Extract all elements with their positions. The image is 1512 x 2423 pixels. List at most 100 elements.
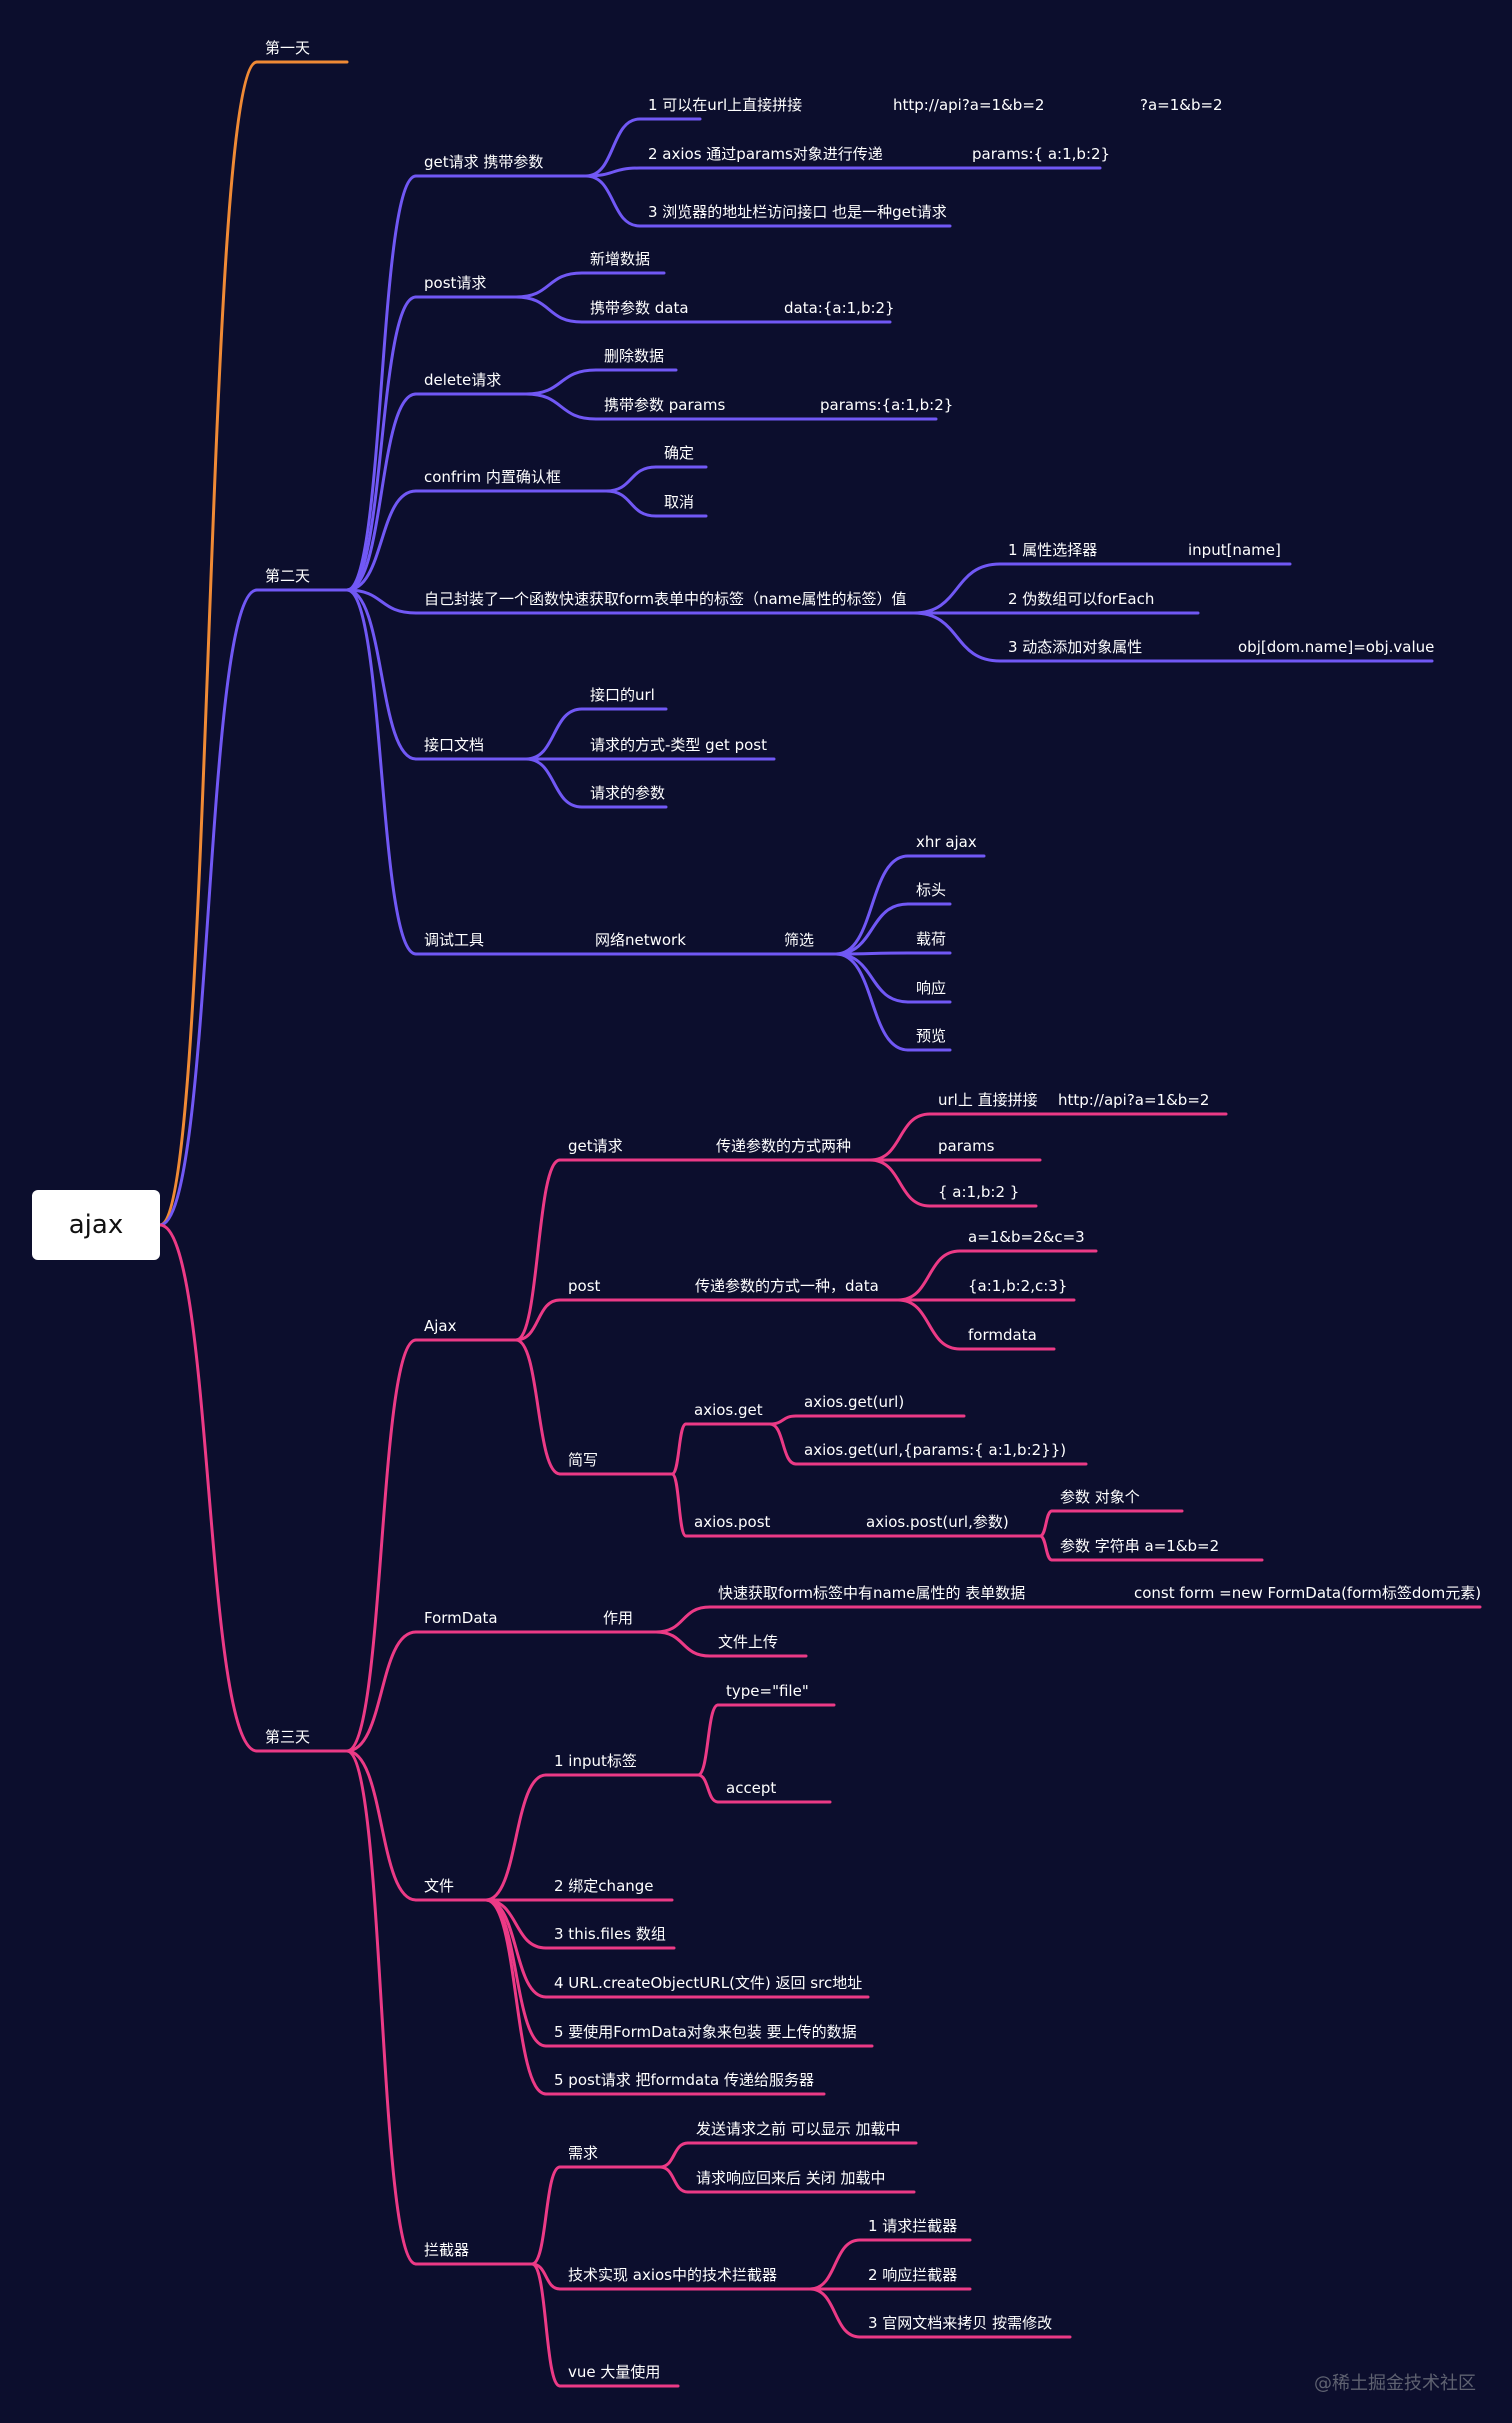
node-2-2-label[interactable]: 文件 (424, 1877, 454, 1895)
node-2-0-2-0-label[interactable]: axios.get (694, 1401, 763, 1419)
node-1-2-1-extra-0: params:{a:1,b:2} (820, 396, 953, 414)
node-1-4-0-extra-0: input[name] (1188, 541, 1281, 559)
node-1-5-label[interactable]: 接口文档 (424, 736, 484, 754)
node-2-0-2-1-1-label[interactable]: 参数 字符串 a=1&b=2 (1060, 1537, 1219, 1555)
node-2-2-0-0-connector (696, 1703, 720, 1777)
node-2-3-0-0-label[interactable]: 发送请求之前 可以显示 加载中 (696, 2120, 901, 2138)
node-1-3-1-label[interactable]: 取消 (664, 493, 694, 511)
node-2-3-1-1-label[interactable]: 2 响应拦截器 (868, 2266, 957, 2284)
node-1-6-extra-1: 筛选 (784, 931, 814, 949)
node-2-2-0-1-connector (696, 1773, 720, 1804)
node-1-0-1-connector (584, 166, 642, 178)
node-1-6-0-label[interactable]: xhr ajax (916, 833, 977, 851)
node-1-4-connector (345, 588, 418, 615)
node-2-0-1-0-label[interactable]: a=1&b=2&c=3 (968, 1228, 1085, 1246)
node-1-4-1-label[interactable]: 2 伪数组可以forEach (1008, 590, 1154, 608)
node-1-2-label[interactable]: delete请求 (424, 371, 501, 389)
node-1-2-0-label[interactable]: 删除数据 (604, 347, 664, 365)
node-2-0-2-1-label[interactable]: axios.post (694, 1513, 771, 1531)
node-2-0-1-2-label[interactable]: formdata (968, 1326, 1037, 1344)
node-2-0-0-1-label[interactable]: params (938, 1137, 995, 1155)
node-1-6-1-label[interactable]: 标头 (916, 881, 946, 899)
node-1-5-0-label[interactable]: 接口的url (590, 686, 655, 704)
node-1-6-4-label[interactable]: 预览 (916, 1027, 946, 1045)
node-2-3-1-2-connector (808, 2287, 862, 2339)
node-2-3-1-2-label[interactable]: 3 官网文档来拷贝 按需修改 (868, 2314, 1052, 2332)
node-2-0-0-0-label[interactable]: url上 直接拼接 (938, 1091, 1038, 1109)
root-node[interactable]: ajax (32, 1190, 160, 1260)
node-2-3-1-label[interactable]: 技术实现 axios中的技术拦截器 (568, 2266, 777, 2284)
node-1-6-2-label[interactable]: 载荷 (916, 930, 946, 948)
node-1-4-label[interactable]: 自己封装了一个函数快速获取form表单中的标签（name属性的标签）值 (424, 590, 907, 608)
node-1-4-2-extra-0: obj[dom.name]=obj.value (1238, 638, 1434, 656)
node-1-0-0-label[interactable]: 1 可以在url上直接拼接 (648, 96, 802, 114)
node-1-4-0-label[interactable]: 1 属性选择器 (1008, 541, 1097, 559)
node-2-0-0-label[interactable]: get请求 (568, 1137, 623, 1155)
node-1-1-1-extra-0: data:{a:1,b:2} (784, 299, 895, 317)
node-2-3-1-0-label[interactable]: 1 请求拦截器 (868, 2217, 957, 2235)
node-1-3-0-label[interactable]: 确定 (664, 444, 694, 462)
node-2-0-1-0-connector (896, 1249, 962, 1302)
node-2-0-2-0-1-label[interactable]: axios.get(url,{params:{ a:1,b:2}}) (804, 1441, 1066, 1459)
node-0-label[interactable]: 第一天 (265, 39, 310, 57)
node-2-3-label[interactable]: 拦截器 (424, 2241, 469, 2259)
node-2-0-2-1-connector (670, 1472, 688, 1538)
node-2-0-1-label[interactable]: post (568, 1277, 601, 1295)
node-2-2-0-1-label[interactable]: accept (726, 1779, 776, 1797)
node-1-0-connector (345, 174, 418, 592)
node-2-2-1-label[interactable]: 2 绑定change (554, 1877, 654, 1895)
node-2-2-4-label[interactable]: 5 要使用FormData对象来包装 要上传的数据 (554, 2023, 857, 2041)
node-2-2-0-label[interactable]: 1 input标签 (554, 1752, 637, 1770)
node-1-1-1-label[interactable]: 携带参数 data (590, 299, 689, 317)
node-1-5-2-label[interactable]: 请求的参数 (590, 784, 665, 802)
node-2-0-2-0-1-connector (768, 1422, 798, 1466)
node-2-0-2-0-0-connector (768, 1414, 798, 1426)
node-1-6-3-label[interactable]: 响应 (916, 979, 946, 997)
node-1-1-label[interactable]: post请求 (424, 274, 486, 292)
node-2-3-0-label[interactable]: 需求 (568, 2144, 598, 2162)
node-1-6-0-connector (834, 854, 910, 956)
node-2-label[interactable]: 第三天 (265, 1728, 310, 1746)
node-1-0-1-label[interactable]: 2 axios 通过params对象进行传递 (648, 145, 883, 163)
node-1-0-2-label[interactable]: 3 浏览器的地址栏访问接口 也是一种get请求 (648, 203, 947, 221)
node-2-0-label[interactable]: Ajax (424, 1317, 457, 1335)
node-2-0-1-1-label[interactable]: {a:1,b:2,c:3} (968, 1277, 1067, 1295)
node-1-6-label[interactable]: 调试工具 (424, 931, 484, 949)
node-2-0-1-2-connector (896, 1298, 962, 1351)
node-2-2-2-label[interactable]: 3 this.files 数组 (554, 1925, 666, 1943)
node-2-2-0-connector (484, 1773, 548, 1902)
node-1-3-1-connector (604, 489, 658, 518)
node-2-1-0-label[interactable]: 快速获取form标签中有name属性的 表单数据 (718, 1584, 1025, 1602)
node-2-0-0-0-extra-0: http://api?a=1&b=2 (1058, 1091, 1209, 1109)
node-2-0-2-1-0-label[interactable]: 参数 对象个 (1060, 1488, 1140, 1506)
node-2-2-3-label[interactable]: 4 URL.createObjectURL(文件) 返回 src地址 (554, 1974, 862, 1992)
node-2-1-label[interactable]: FormData (424, 1609, 498, 1627)
node-2-2-5-label[interactable]: 5 post请求 把formdata 传递给服务器 (554, 2071, 814, 2089)
node-2-2-connector (345, 1749, 418, 1902)
node-1-label[interactable]: 第二天 (265, 567, 310, 585)
node-1-4-2-label[interactable]: 3 动态添加对象属性 (1008, 638, 1142, 656)
node-2-0-0-extra-0: 传递参数的方式两种 (716, 1137, 851, 1155)
node-1-1-0-label[interactable]: 新增数据 (590, 250, 650, 268)
node-1-5-2-connector (524, 757, 584, 809)
node-2-3-2-label[interactable]: vue 大量使用 (568, 2363, 660, 2381)
node-1-connector (158, 588, 259, 1227)
node-2-2-0-0-label[interactable]: type="file" (726, 1682, 809, 1700)
node-2-0-0-2-label[interactable]: { a:1,b:2 } (938, 1183, 1019, 1201)
node-1-3-label[interactable]: confrim 内置确认框 (424, 468, 561, 486)
node-1-0-0-extra-0: http://api?a=1&b=2 (893, 96, 1044, 114)
node-1-5-0-connector (524, 707, 584, 761)
node-2-0-2-label[interactable]: 简写 (568, 1451, 598, 1469)
node-2-1-1-label[interactable]: 文件上传 (718, 1633, 778, 1651)
node-1-0-label[interactable]: get请求 携带参数 (424, 153, 543, 171)
node-2-3-0-1-label[interactable]: 请求响应回来后 关闭 加载中 (696, 2169, 886, 2187)
node-1-2-1-label[interactable]: 携带参数 params (604, 396, 725, 414)
node-2-0-2-1-0-connector (1038, 1509, 1054, 1538)
node-1-1-1-connector (514, 295, 584, 324)
node-2-0-2-0-0-label[interactable]: axios.get(url) (804, 1393, 904, 1411)
node-1-5-1-label[interactable]: 请求的方式-类型 get post (590, 736, 767, 754)
node-1-6-3-connector (834, 952, 910, 1004)
node-1-4-0-connector (912, 562, 1002, 615)
root-label: ajax (68, 1210, 124, 1240)
